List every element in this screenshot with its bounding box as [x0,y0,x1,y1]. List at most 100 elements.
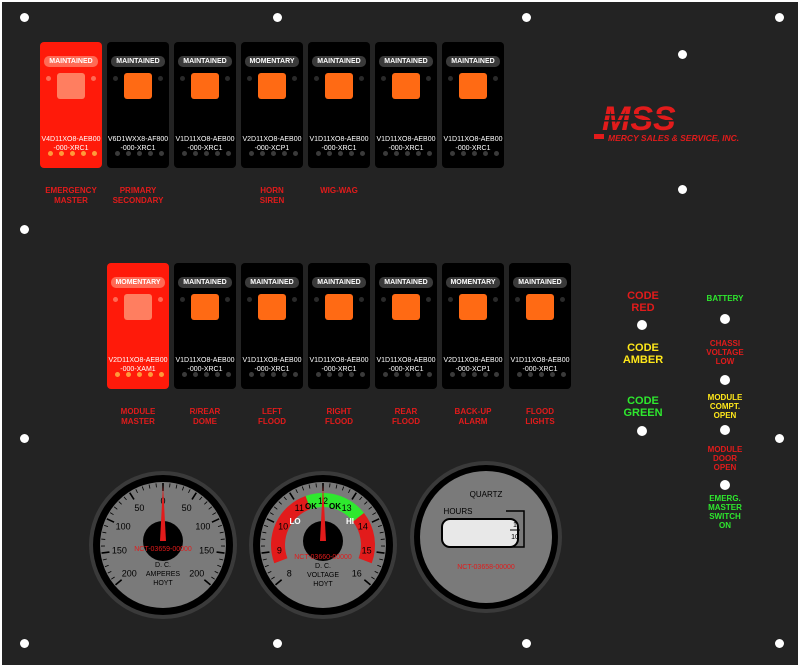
gauge-tick [271,576,275,580]
gauge-tick [217,524,222,527]
mounting-hole [20,434,29,443]
switch-mode-label: MAINTAINED [245,277,299,288]
switch-rocker-button[interactable] [124,73,152,99]
code-amber-led [637,320,647,330]
gauge-tick [219,558,224,561]
gauge-tick [301,486,305,491]
switch-rocker-button[interactable] [258,73,286,99]
indicator-line1: CODE [627,290,659,302]
switch-indicator-dot [381,76,386,81]
switch-part-line1: V2D11XO8-AEB00 [443,357,503,364]
chassi-voltage-led [720,314,730,324]
voltmeter-line2: VOLTAGE [307,572,339,579]
indicator-line3: OPEN [713,463,737,472]
mounting-hole [678,185,687,194]
switch-rocker-button[interactable] [191,73,219,99]
switch-mode-label: MAINTAINED [312,56,366,67]
voltmeter-line3: HOYT [313,581,333,588]
gauge-tick [107,570,112,574]
gauge-tick [267,570,272,574]
switch-indicator-dot [448,297,453,302]
hour-meter: QUARTZ HOURS 1 10 NCT-03658-00000 [410,461,562,613]
module-door-led [720,425,730,435]
switch-label-line1: REAR [394,407,418,416]
switch-part-line2: -000-XRC1 [120,145,156,152]
switch-rocker-button[interactable] [392,294,420,320]
gauge-tick [377,564,382,568]
switch-bottom-dots [442,372,504,378]
switch-label-line2: FLOOD [258,417,286,426]
switch-rocker-button[interactable] [258,294,286,320]
switch-indicator-dot [515,297,520,302]
switch-indicator-dot [292,297,297,302]
switch-part-number: V1D11XO8-AEB00-000-XRC1 [174,356,236,374]
hour-meter-hours-label: HOURS [444,507,473,516]
switch-part-line1: V2D11XO8-AEB00 [108,357,168,364]
switch-indicator-dot [113,76,118,81]
gauge-tick [212,512,217,516]
gauge-tick [211,576,215,580]
switch-indicator-dot [225,76,230,81]
switch-part-number: V1D11XO8-AEB00-000-XRC1 [308,356,370,374]
switch-rocker-button[interactable] [325,73,353,99]
gauge-tick [371,576,375,580]
switch-rocker-button[interactable] [459,73,487,99]
indicator-line2: DOOR [713,454,737,463]
gauge-tick [376,551,385,554]
switch-label-line1: BACK-UP [454,407,492,416]
switch-label-line2: SIREN [259,196,285,205]
emerg-master-led [720,480,730,490]
switch-label-line1: LEFT [262,407,282,416]
switch-rocker-button[interactable] [325,294,353,320]
switch-part-line1: V1D11XO8-AEB00 [443,136,503,143]
switch-rocker-button[interactable] [124,294,152,320]
switch-part-number: V2D11XO8-AEB00-000-XAM1 [107,356,169,374]
gauge-tick [203,579,212,586]
switch-mode-label: MAINTAINED [111,56,165,67]
switch-rocker-button[interactable] [392,73,420,99]
gauge-tick [216,551,225,554]
gauge-scale-label: 100 [195,521,210,531]
code-green-led [637,426,647,436]
switch-rocker-button[interactable] [526,294,554,320]
switch-rocker-button[interactable] [459,294,487,320]
gauge-tick [308,484,311,489]
indicator-line2: RED [631,302,655,314]
switch-rocker-button[interactable] [57,73,85,99]
gauge-tick [204,501,208,505]
gauge-scale-label: 150 [199,546,214,556]
indicator-line1: MODULE [707,393,743,402]
indicator-line4: ON [719,521,731,530]
switch-rocker-button[interactable] [191,294,219,320]
hour-meter-tenth-den: 10 [511,534,519,541]
gauge-tick [377,524,382,527]
switch-part-line2: -000-XCP1 [455,366,491,373]
voltmeter-ok-left: OK [305,502,317,511]
indicator-line2: AMBER [622,354,664,366]
gauge-tick [129,492,135,500]
switch-part-number: V2D11XO8-AEB00 -000-XCP1 [442,356,504,374]
gauge-scale-label: 8 [287,568,292,578]
gauge-tick [102,558,107,561]
gauge-scale-label: 14 [358,521,368,531]
gauge-tick [199,496,203,501]
switch-bottom-dots [174,151,236,157]
switch-mode-label: MAINTAINED [44,56,98,67]
